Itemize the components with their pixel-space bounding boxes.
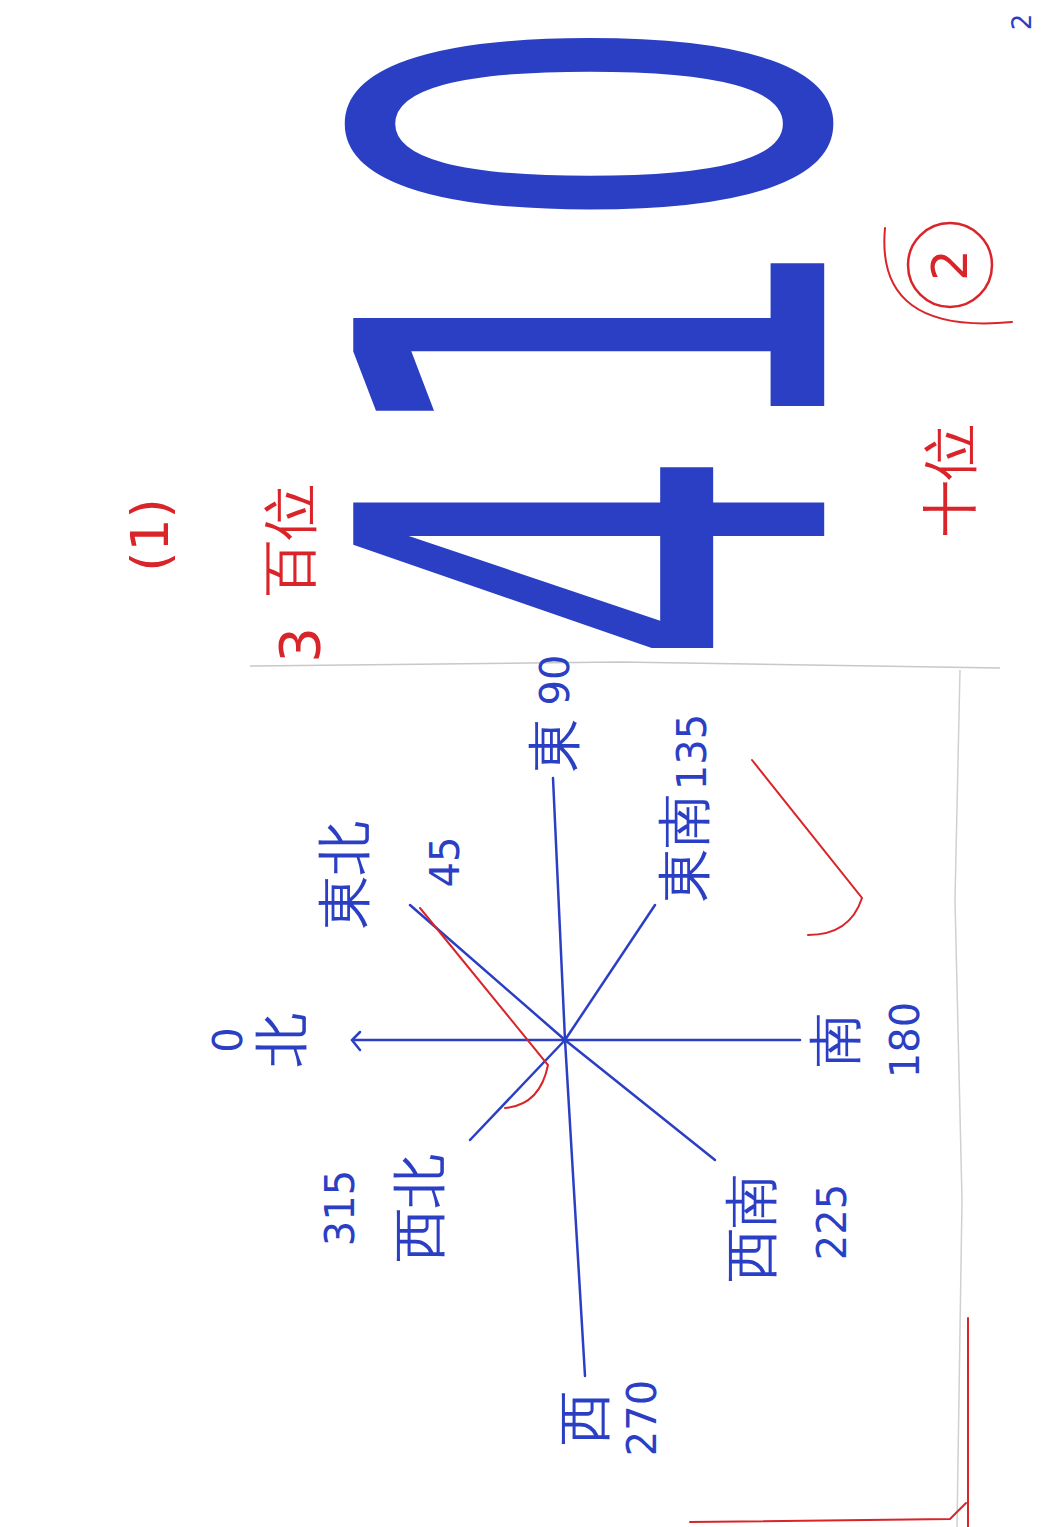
paper-edge (955, 670, 962, 1527)
direction-label: 北 (255, 1013, 309, 1067)
page-number: 2 (1009, 14, 1035, 31)
bearing-number: 180 (885, 1002, 925, 1078)
direction-label: 西北 (393, 1154, 447, 1262)
bearing-number: 0 (208, 1027, 248, 1052)
bearing-number: 270 (622, 1380, 662, 1456)
circled-digit: 2 (925, 249, 975, 281)
compass-lines (352, 778, 800, 1376)
bearing-number: 225 (812, 1184, 852, 1260)
place-value-note: 十位 (922, 424, 978, 536)
bearing-number: 135 (672, 714, 712, 790)
bearing-number: 315 (320, 1170, 360, 1246)
direction-label: 西 (558, 1391, 612, 1445)
direction-label: 東 (528, 718, 582, 772)
note-number: 3 (272, 627, 328, 663)
bearing-number: 45 (425, 837, 465, 888)
direction-label: 西南 (725, 1174, 779, 1282)
direction-label: 東南 (658, 794, 712, 902)
bearing-number: 90 (535, 655, 575, 706)
handwritten-number: 410 (277, 16, 923, 665)
question-mark-number: (1) (124, 498, 176, 572)
direction-label: 南 (809, 1013, 863, 1067)
direction-label: 東北 (318, 821, 372, 929)
place-value-note: 百位 (262, 484, 318, 596)
